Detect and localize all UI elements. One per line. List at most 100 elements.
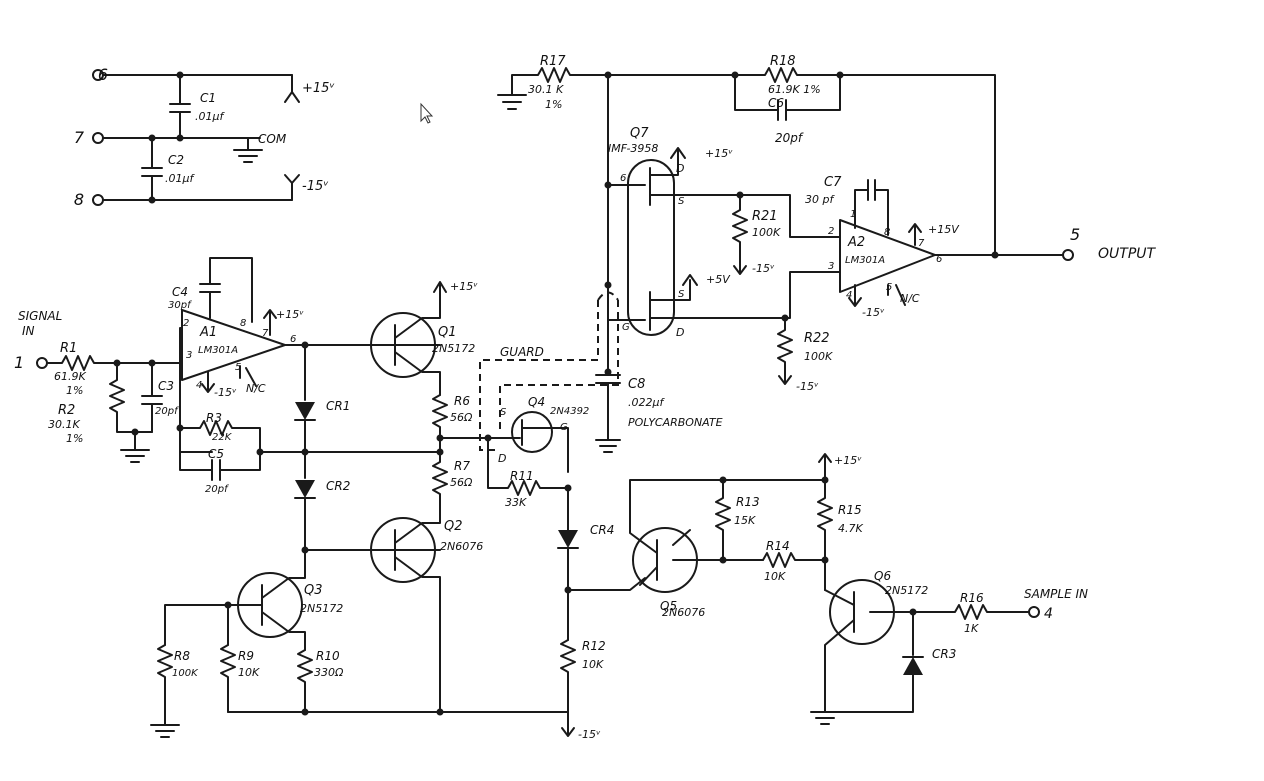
- pin-q7-g-upper: 6: [620, 173, 626, 184]
- terminal-output[interactable]: [1062, 249, 1074, 261]
- label-r7-value: 56Ω: [450, 476, 473, 489]
- label-r10: R10: [316, 649, 340, 663]
- label-c8-type: POLYCARBONATE: [628, 416, 723, 429]
- label-cr1: CR1: [326, 399, 350, 413]
- label-r17: R17: [540, 54, 566, 69]
- label-r22-minus15: -15ᵛ: [796, 380, 819, 393]
- label-a2-nc: N/C: [900, 292, 920, 305]
- label-r12-value: 10K: [582, 658, 604, 671]
- r22-resistor: R22 100K -15ᵛ: [777, 271, 841, 393]
- label-q4: Q4: [528, 395, 545, 409]
- pin-q7-g-lower: G: [622, 322, 630, 333]
- label-a1-part: LM301A: [198, 345, 238, 356]
- label-terminal-7: 7: [74, 128, 85, 147]
- power-decoupling: 6 7 8 +15ᵛ -15ᵛ COM C1 .01µf C2 .01µf: [74, 65, 335, 209]
- feedback-network: R17 30.1 K 1% R18 61.9K 1% C6 20pf: [497, 54, 996, 289]
- terminal-signal-in[interactable]: [36, 357, 48, 369]
- label-r10-value: 330Ω: [314, 666, 344, 679]
- a1-opamp: C4 30pf A1 LM301A +15ᵛ -15ᵛ N/C 2 3 8 7 …: [168, 257, 441, 495]
- label-q7-plus5: +5V: [706, 273, 731, 286]
- label-r1: R1: [60, 341, 77, 356]
- label-q5: Q5: [660, 599, 677, 613]
- label-r14: R14: [766, 539, 790, 553]
- label-r7: R7: [454, 459, 470, 473]
- q1-transistor: +15ᵛ Q1 2N5172: [370, 280, 478, 396]
- label-c6: C6: [768, 96, 784, 110]
- q5-section: +15ᵛ R13 15K R14 10K R15 4.7K Q5 2N6076: [629, 453, 863, 619]
- label-a1-plus15: +15ᵛ: [276, 308, 304, 321]
- label-r22: R22: [804, 331, 830, 346]
- label-cr3: CR3: [932, 647, 956, 661]
- label-q5-part: 2N6076: [662, 606, 705, 619]
- label-r16-value: 1K: [964, 622, 979, 635]
- input-section: SIGNAL IN 1 R1 61.9K 1% R2 30.1K 1% C3 2…: [14, 309, 183, 463]
- label-q3: Q3: [304, 583, 323, 598]
- diodes-cr1-cr2: CR1 CR2: [294, 344, 441, 554]
- label-r8-value: 100K: [172, 668, 199, 679]
- label-q7: Q7: [630, 126, 649, 141]
- label-r13-value: 15K: [734, 514, 756, 527]
- label-a2-minus15: -15ᵛ: [862, 306, 885, 319]
- label-r6-value: 56Ω: [450, 411, 473, 424]
- label-a2-part: LM301A: [845, 255, 885, 266]
- label-r1-value: 61.9K: [54, 370, 86, 383]
- terminal-8[interactable]: [92, 194, 104, 206]
- label-signal-in-2: IN: [22, 324, 35, 338]
- guard-q4-c8: GUARD Q4 2N4392 S D G C8 .022µf POLYCARB…: [479, 284, 723, 473]
- label-q7-part: IMF-3958: [608, 142, 658, 155]
- label-a1-minus15: -15ᵛ: [214, 386, 237, 399]
- label-c3: C3: [158, 379, 174, 393]
- label-c4-value: 30pf: [168, 300, 192, 311]
- pin-a1-5: 5: [235, 362, 241, 373]
- label-terminal-1: 1: [14, 353, 24, 372]
- pin-q7-s-upper: S: [678, 196, 685, 207]
- pin-a2-3: 3: [828, 261, 834, 272]
- label-r16: R16: [960, 591, 984, 605]
- label-q6: Q6: [874, 569, 891, 583]
- label-output-number: 5: [1070, 225, 1080, 244]
- label-c2: C2: [168, 153, 184, 167]
- label-r11-value: 33K: [505, 496, 527, 509]
- pin-a2-7: 7: [918, 238, 925, 249]
- label-c5: C5: [208, 447, 224, 461]
- label-c1: C1: [200, 91, 216, 105]
- q7-dual-fet: Q7 IMF-3958 +15ᵛ +5V 6 D S S D G: [607, 126, 786, 339]
- label-q2: Q2: [444, 519, 463, 534]
- label-cr2: CR2: [326, 479, 350, 493]
- label-terminal-4: 4: [1044, 606, 1053, 622]
- label-r1-tol: 1%: [66, 384, 83, 397]
- terminal-7[interactable]: [92, 132, 104, 144]
- label-c8-value: .022µf: [628, 396, 665, 409]
- pin-a1-4: 4: [196, 380, 202, 391]
- label-com: COM: [258, 132, 287, 146]
- label-r18-value: 61.9K 1%: [768, 83, 821, 96]
- a2-opamp: C7 30 pf A2 LM301A +15V -15ᵛ N/C 1 8 2 3…: [805, 175, 1157, 319]
- label-q1-part: 2N5172: [432, 342, 475, 355]
- label-r9-value: 10K: [238, 666, 260, 679]
- label-r2-tol: 1%: [66, 432, 83, 445]
- pin-a1-2: 2: [183, 318, 189, 329]
- pin-q7-d-lower: D: [676, 326, 684, 339]
- label-c8: C8: [628, 377, 645, 392]
- label-c1-value: .01µf: [195, 110, 225, 123]
- label-guard: GUARD: [500, 345, 544, 359]
- pin-a1-8: 8: [240, 318, 246, 329]
- label-a2-plus15: +15V: [928, 223, 960, 236]
- label-r15: R15: [838, 503, 862, 517]
- label-q1: Q1: [438, 325, 457, 340]
- label-r22-value: 100K: [804, 350, 833, 363]
- r6-r7-resistors: R6 56Ω R7 56Ω: [432, 394, 489, 516]
- pin-a2-8: 8: [884, 227, 890, 238]
- label-r15-plus15: +15ᵛ: [834, 454, 862, 467]
- label-r3: R3: [206, 411, 222, 425]
- pin-q4-d: D: [498, 452, 506, 465]
- label-c3-value: 20pf: [155, 406, 179, 417]
- label-c7-value: 30 pf: [805, 193, 835, 206]
- pin-a2-1: 1: [850, 209, 856, 220]
- label-c5-value: 20pf: [205, 484, 229, 495]
- terminal-sample-in[interactable]: [1028, 606, 1040, 618]
- label-r13: R13: [736, 495, 760, 509]
- label-a1: A1: [199, 325, 217, 340]
- label-signal-in: SIGNAL: [18, 309, 62, 323]
